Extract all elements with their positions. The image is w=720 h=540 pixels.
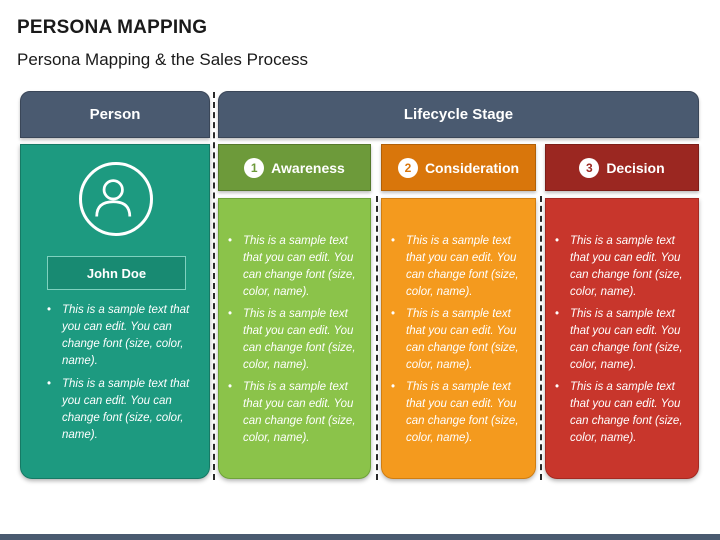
list-item: This is a sample text that you can edit.… xyxy=(391,379,527,447)
stage-bullets: This is a sample text that you can edit.… xyxy=(555,233,690,447)
stage-header-decision: 3 Decision xyxy=(545,144,699,191)
divider-consideration-decision xyxy=(540,196,542,480)
stage-label: Decision xyxy=(606,159,665,176)
divider-person-lifecycle xyxy=(213,92,215,480)
stage-card-consideration: This is a sample text that you can edit.… xyxy=(381,198,536,479)
stage-number-badge: 2 xyxy=(397,157,418,178)
user-icon xyxy=(79,162,153,236)
stage-number-badge: 1 xyxy=(244,157,265,178)
person-bullets: This is a sample text that you can edit.… xyxy=(47,302,207,450)
lifecycle-stage-header: Lifecycle Stage xyxy=(218,91,699,138)
list-item: This is a sample text that you can edit.… xyxy=(228,306,362,374)
list-item: This is a sample text that you can edit.… xyxy=(555,306,690,374)
stage-card-decision: This is a sample text that you can edit.… xyxy=(545,198,699,479)
list-item: This is a sample text that you can edit.… xyxy=(47,302,207,370)
person-header: Person xyxy=(20,91,210,138)
person-card: John Doe This is a sample text that you … xyxy=(20,144,210,479)
list-item: This is a sample text that you can edit.… xyxy=(47,376,207,444)
divider-awareness-consideration xyxy=(376,196,378,480)
stage-bullets: This is a sample text that you can edit.… xyxy=(391,233,527,447)
list-item: This is a sample text that you can edit.… xyxy=(228,379,362,447)
list-item: This is a sample text that you can edit.… xyxy=(555,233,690,301)
list-item: This is a sample text that you can edit.… xyxy=(391,233,527,301)
list-item: This is a sample text that you can edit.… xyxy=(228,233,362,301)
list-item: This is a sample text that you can edit.… xyxy=(391,306,527,374)
stage-header-awareness: 1 Awareness xyxy=(218,144,371,191)
stage-header-consideration: 2 Consideration xyxy=(381,144,536,191)
stage-label: Awareness xyxy=(271,159,345,176)
stage-bullets: This is a sample text that you can edit.… xyxy=(228,233,362,447)
page-subtitle: Persona Mapping & the Sales Process xyxy=(17,50,309,69)
user-icon-graphic xyxy=(95,179,132,217)
list-item: This is a sample text that you can edit.… xyxy=(555,379,690,447)
stage-number-badge: 3 xyxy=(579,157,600,178)
stage-card-awareness: This is a sample text that you can edit.… xyxy=(218,198,371,479)
bottom-bar xyxy=(0,534,720,540)
stage-label: Consideration xyxy=(424,159,520,176)
persona-name: John Doe xyxy=(47,256,186,290)
page-title: PERSONA MAPPING xyxy=(17,17,208,38)
